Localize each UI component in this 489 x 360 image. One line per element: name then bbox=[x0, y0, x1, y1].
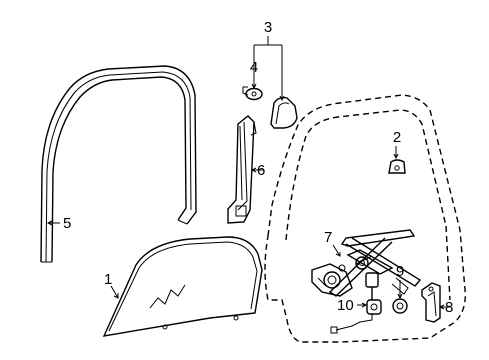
glass-channel bbox=[227, 115, 257, 224]
callout-1: 1 bbox=[104, 271, 112, 288]
window-regulator bbox=[311, 229, 422, 297]
callout-3: 3 bbox=[264, 19, 272, 36]
callout-5: 5 bbox=[63, 215, 71, 232]
callout-2: 2 bbox=[393, 129, 401, 146]
callout-6: 6 bbox=[257, 162, 265, 179]
clip bbox=[242, 86, 263, 101]
connector-bracket bbox=[421, 282, 441, 323]
callout-8: 8 bbox=[445, 299, 453, 316]
callout-9: 9 bbox=[396, 263, 404, 280]
callout-7: 7 bbox=[324, 229, 332, 246]
callout-4: 4 bbox=[250, 59, 258, 76]
run-channel-seal bbox=[40, 65, 197, 263]
leader-lines bbox=[46, 36, 450, 310]
callout-10: 10 bbox=[337, 297, 354, 314]
regulator-motor bbox=[330, 272, 382, 334]
door-inner-panel bbox=[264, 94, 466, 343]
hole-plug bbox=[388, 159, 406, 174]
door-glass bbox=[102, 236, 263, 337]
callout-labels: 3 4 2 5 6 1 7 8 9 10 bbox=[63, 19, 453, 316]
grommet bbox=[392, 298, 408, 314]
cover bbox=[270, 96, 298, 129]
